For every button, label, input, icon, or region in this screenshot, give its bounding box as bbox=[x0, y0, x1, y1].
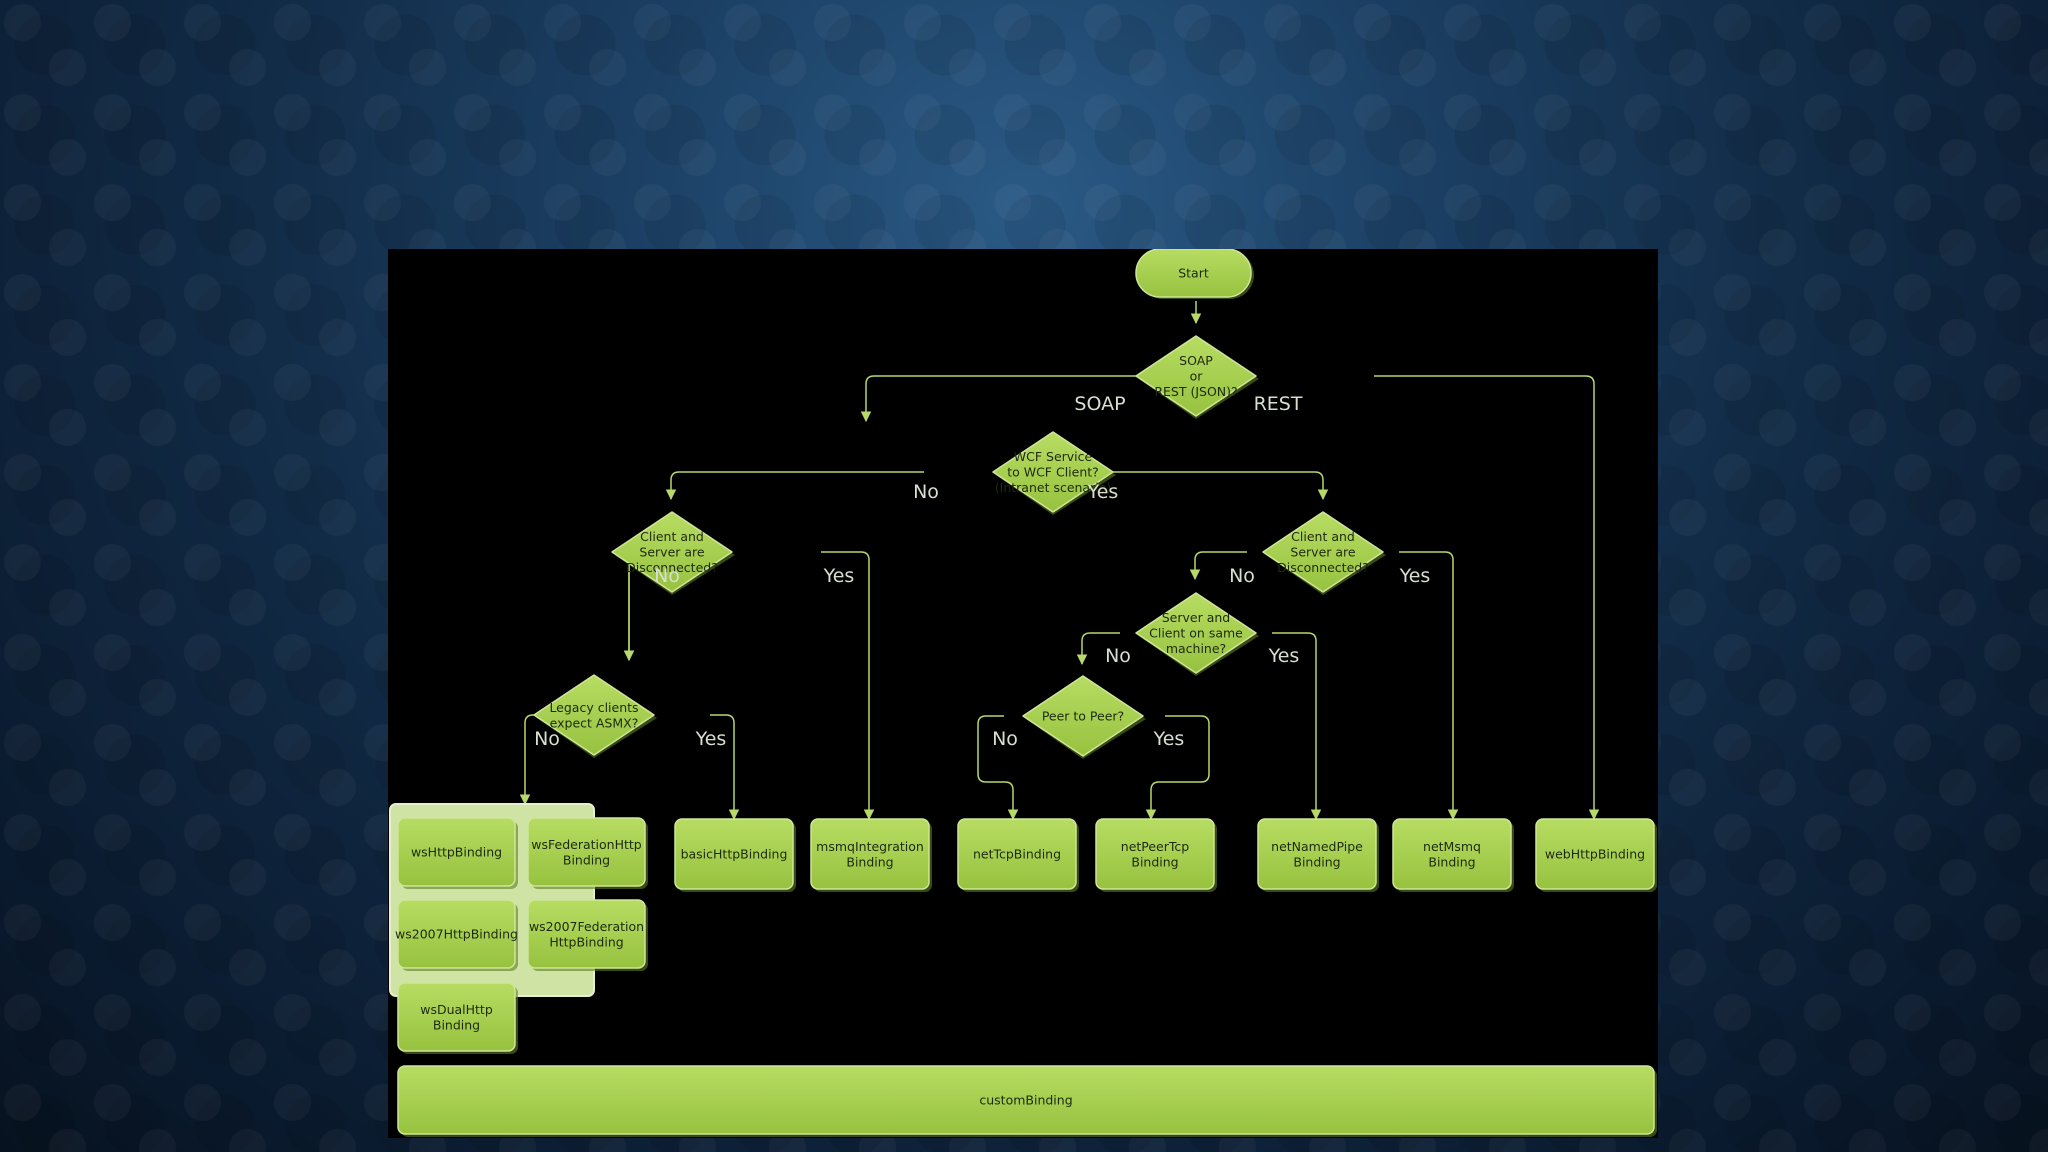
edge-label-soap: SOAP bbox=[1074, 393, 1125, 415]
binding-box bbox=[527, 899, 646, 969]
start-terminator bbox=[1135, 249, 1252, 298]
edge-label-legacy-no: No bbox=[534, 728, 560, 750]
binding-wsFederationHttp-text: wsFederationHttp bbox=[531, 837, 642, 852]
edge-label-disc-left-yes: Yes bbox=[823, 565, 855, 587]
binding-box bbox=[1535, 818, 1655, 890]
decision-disconnected-right-text: Disconnected? bbox=[1277, 560, 1369, 575]
binding-ws2007Http: ws2007HttpBinding bbox=[395, 899, 518, 971]
decision-disconnected-right-text: Server are bbox=[1290, 545, 1355, 560]
binding-netPeerTcp-text: Binding bbox=[1131, 854, 1178, 869]
binding-netTcp-text: netTcpBinding bbox=[973, 847, 1061, 862]
binding-box bbox=[1257, 818, 1377, 890]
binding-webHttp-text: webHttpBinding bbox=[1545, 847, 1645, 862]
binding-msmqIntegration-text: Binding bbox=[846, 854, 893, 869]
decision-same-machine-text: Client on same bbox=[1149, 626, 1243, 641]
decision-disconnected-right-text: Client and bbox=[1291, 529, 1355, 544]
edge-label-legacy-yes: Yes bbox=[695, 728, 727, 750]
decision-wcf-to-wcf-text: (Intranet scenario) bbox=[995, 480, 1111, 495]
binding-msmqIntegration-text: msmqIntegration bbox=[816, 839, 924, 854]
decision-disconnected-left-text: Disconnected? bbox=[626, 560, 718, 575]
binding-box bbox=[527, 817, 646, 887]
edge-label-peer-no: No bbox=[992, 728, 1018, 750]
binding-webHttp: webHttpBinding bbox=[1535, 818, 1657, 892]
binding-basicHttp: basicHttpBinding bbox=[674, 818, 796, 892]
binding-basicHttp-text: basicHttpBinding bbox=[681, 847, 788, 862]
edge-label-disc-left-no: No bbox=[654, 565, 680, 587]
decision-peer-to-peer: Peer to Peer? bbox=[1022, 675, 1146, 759]
decision-diamond bbox=[1135, 592, 1257, 674]
binding-box bbox=[397, 1065, 1655, 1135]
binding-box bbox=[397, 982, 516, 1052]
binding-netMsmq-text: netMsmq bbox=[1423, 839, 1481, 854]
binding-wsFederationHttp-text: Binding bbox=[563, 852, 610, 867]
binding-ws2007FederationHttp-text: HttpBinding bbox=[549, 934, 623, 949]
decision-wcf-to-wcf-text: WCF Service bbox=[1014, 449, 1093, 464]
edge-label-disc-right-no: No bbox=[1229, 565, 1255, 587]
decision-legacy-asmx-text: expect ASMX? bbox=[550, 715, 639, 730]
binding-box bbox=[810, 818, 930, 890]
binding-custom-text: customBinding bbox=[979, 1093, 1072, 1108]
decision-diamond bbox=[1262, 511, 1384, 593]
edge-label-wcf-no: No bbox=[913, 481, 939, 503]
decision-legacy-asmx-text: Legacy clients bbox=[549, 700, 638, 715]
binding-netNamedPipe-text: Binding bbox=[1293, 854, 1340, 869]
binding-wsDualHttp-text: Binding bbox=[433, 1017, 480, 1032]
binding-netTcp: netTcpBinding bbox=[957, 818, 1079, 892]
binding-netMsmq-text: Binding bbox=[1428, 854, 1475, 869]
decision-soap-or-rest-text: SOAP bbox=[1179, 353, 1213, 368]
binding-custom: customBinding bbox=[397, 1065, 1657, 1137]
decision-diamond bbox=[992, 431, 1114, 513]
binding-wsHttp: wsHttpBinding bbox=[397, 817, 518, 889]
decision-wcf-to-wcf-text: to WCF Client? bbox=[1007, 465, 1099, 480]
binding-box bbox=[397, 817, 516, 887]
decision-disconnected-left-text: Client and bbox=[640, 529, 704, 544]
start-text: Start bbox=[1178, 266, 1209, 281]
decision-peer-to-peer-text: Peer to Peer? bbox=[1042, 709, 1124, 724]
decision-diamond bbox=[533, 674, 655, 756]
binding-wsDualHttp-text: wsDualHttp bbox=[420, 1002, 493, 1017]
connectors bbox=[519, 301, 1600, 821]
start-node: Start bbox=[1135, 249, 1254, 299]
decision-soap-or-rest-text: REST (JSON)? bbox=[1154, 384, 1237, 399]
binding-box bbox=[1095, 818, 1215, 890]
binding-box bbox=[957, 818, 1077, 890]
edge-label-same-no: No bbox=[1105, 645, 1131, 667]
decision-diamond bbox=[1022, 675, 1144, 757]
binding-ws2007Http-text: ws2007HttpBinding bbox=[395, 927, 518, 942]
decision-same-machine-text: machine? bbox=[1166, 641, 1226, 656]
binding-netNamedPipe-text: netNamedPipe bbox=[1271, 839, 1363, 854]
binding-box bbox=[397, 899, 516, 969]
decision-soap-or-rest-text: or bbox=[1190, 369, 1204, 384]
edge-label-rest: REST bbox=[1254, 393, 1303, 415]
decision-same-machine-text: Server and bbox=[1162, 610, 1230, 625]
decision-diamond bbox=[1135, 335, 1257, 417]
binding-box bbox=[1392, 818, 1512, 890]
binding-box bbox=[674, 818, 794, 890]
decision-disconnected-left-text: Server are bbox=[639, 545, 704, 560]
edge-label-wcf-yes: Yes bbox=[1087, 481, 1119, 503]
edge-label-disc-right-yes: Yes bbox=[1399, 565, 1431, 587]
binding-netPeerTcp-text: netPeerTcp bbox=[1121, 839, 1190, 854]
binding-wsHttp-text: wsHttpBinding bbox=[411, 845, 502, 860]
edge-label-same-yes: Yes bbox=[1268, 645, 1300, 667]
decision-diamond bbox=[611, 511, 733, 593]
edge-label-peer-yes: Yes bbox=[1153, 728, 1185, 750]
binding-ws2007FederationHttp-text: ws2007Federation bbox=[529, 919, 644, 934]
